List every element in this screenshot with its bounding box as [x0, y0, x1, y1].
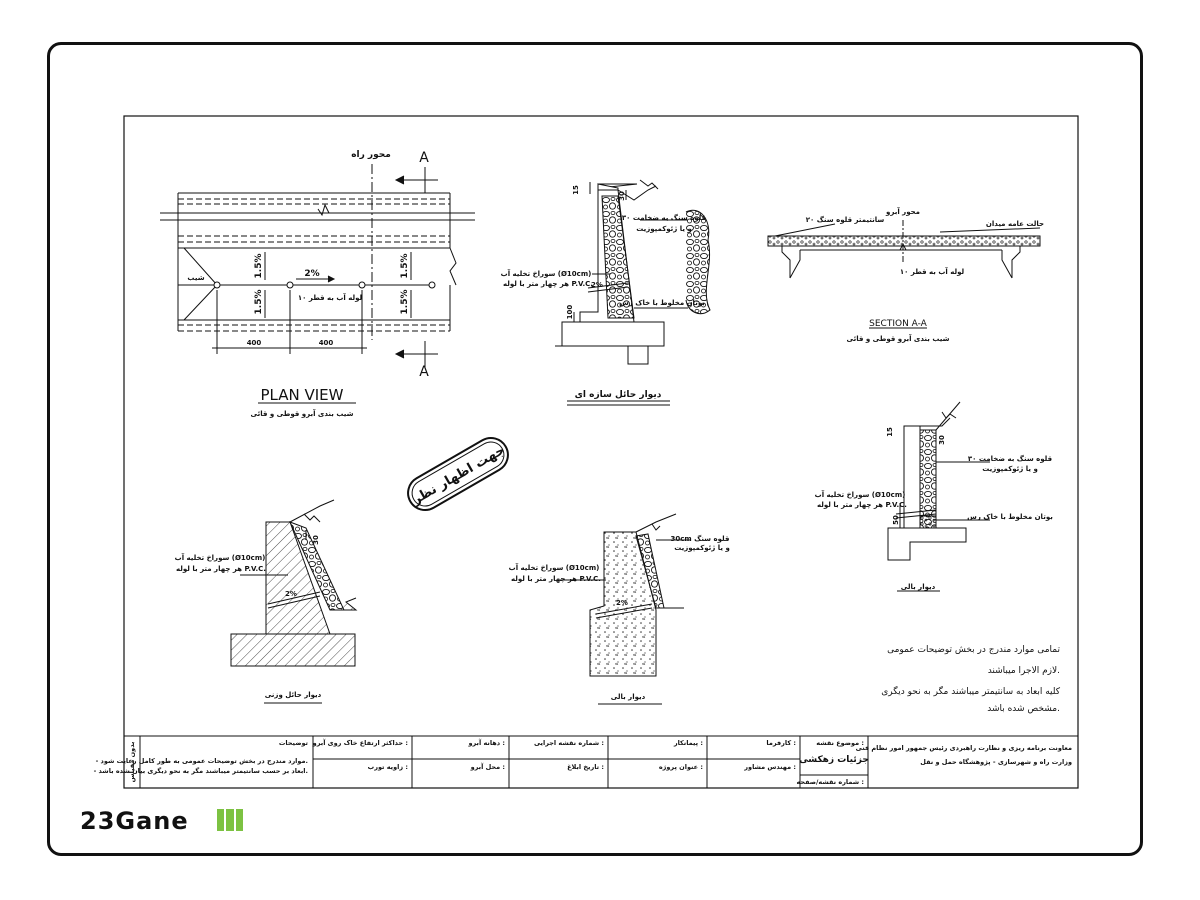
cantilever-dim-30: 30	[938, 435, 946, 445]
note-line-2: لازم الاجرا میباشند.	[988, 666, 1060, 676]
gravity-wall-section	[230, 499, 358, 704]
plan-road-axis-label: محور راه	[351, 150, 391, 160]
tb-note-1: - موارد مندرج در بخش توضیحات عمومی به طو…	[96, 757, 308, 765]
plan-section-mark-top: A	[419, 150, 429, 166]
note-line-3: کلیه ابعاد به سانتیمتر میباشند مگر به نح…	[881, 685, 1060, 697]
note-line-4: مشخص شده باشد.	[987, 704, 1060, 714]
section-layer-label: ۲۰ سانتیمتر قلوه سنگ	[806, 215, 885, 224]
masonry-dim-100: 100	[566, 305, 574, 320]
plan-slope-side-4: 1.5%	[400, 290, 410, 315]
plan-dim-1: 400	[247, 339, 262, 347]
masonry-dim-2: 2%	[591, 281, 603, 289]
concrete-title: دیوار بالی	[611, 693, 646, 701]
tb-opening: دهانه آبرو :	[467, 738, 505, 747]
masonry-wall-section	[555, 179, 711, 406]
plan-slope-side-3: 1.5%	[400, 254, 410, 279]
section-subtitle: شیب بندی آبرو قوطی و قائی	[847, 334, 950, 343]
masonry-dim-top: 15	[572, 185, 580, 195]
gravity-dim-30: 30	[312, 535, 320, 545]
page-frame	[47, 42, 1143, 856]
plan-title: PLAN VIEW	[261, 386, 344, 404]
masonry-title: دیوار حائل سازه ای	[575, 390, 662, 400]
concrete-wall-section	[560, 513, 690, 705]
masonry-drain-label-2: هر چهار متر با لوله P.V.C.	[503, 280, 593, 288]
tb-max-height: حداکثر ارتفاع خاک روی آبرو :	[312, 738, 408, 747]
plan-slope-left-label: شیب	[187, 274, 204, 282]
masonry-fill-label-1: قلوه سنگ به ضخامت ۳۰	[622, 213, 707, 222]
concrete-dim-2: 2%	[616, 599, 628, 607]
plan-slope-side-2: 1.5%	[254, 290, 264, 315]
cantilever-dim-top: 15	[886, 427, 894, 437]
review-stamp: جهت اظهار نظر	[407, 437, 509, 511]
tb-org-1: معاونت برنامه ریزی و نظارت راهبردی رئیس …	[856, 744, 1072, 752]
cantilever-drain-label-1: سوراخ تخلیه آب (Ø10cm)	[815, 490, 906, 499]
tb-subject: جزئیات زهکشی	[799, 755, 869, 765]
tb-plan-no: شماره نقشه اجرایی :	[534, 739, 604, 747]
gravity-drain-label-2: هر چهار متر با لوله P.V.C.	[176, 565, 266, 573]
logo: 23Gane	[80, 807, 189, 835]
tb-note-2: - ابعاد بر حسب سانتیمتر میباشند مگر به ن…	[94, 767, 308, 775]
note-line-1: تمامی موارد مندرج در بخش توضیحات عمومی	[887, 645, 1060, 655]
cantilever-title: دیوار بالی	[901, 583, 936, 591]
section-cover-label: حالت عامه میدان	[986, 220, 1044, 228]
tb-notes-head: توضیحات	[279, 739, 308, 747]
gravity-title: دیوار حائل وزنی	[265, 691, 322, 699]
cantilever-wall-section	[887, 401, 990, 592]
section-pipe-label: لوله آب به قطر ۱۰	[900, 267, 965, 276]
masonry-soil-label: بوتان مخلوط با خاک رس	[619, 299, 705, 307]
plan-view	[160, 164, 475, 404]
plan-slope-label: 2%	[304, 269, 319, 279]
cantilever-drain-label-2: هر چهار متر با لوله P.V.C.	[817, 501, 907, 509]
masonry-drain-label-1: سوراخ تخلیه آب (Ø10cm)	[501, 269, 592, 278]
cantilever-fill-label-1: قلوه سنگ به ضخامت ۳۰	[968, 454, 1053, 463]
gravity-drain-label-1: سوراخ تخلیه آب (Ø10cm)	[175, 553, 266, 562]
title-block	[123, 735, 1079, 789]
general-notes: تمامی موارد مندرج در بخش توضیحات عمومی ل…	[881, 645, 1060, 714]
tb-subject-head: موضوع نقشه :	[816, 739, 864, 747]
tb-employer: کارفرما :	[766, 739, 796, 747]
section-title: SECTION A-A	[869, 319, 928, 329]
concrete-fill-label-1: 30cm قلوه سنگ	[671, 534, 730, 543]
masonry-fill-label-2: و یا ژئوکمپوزیت	[636, 225, 692, 233]
concrete-drain-label-1: سوراخ تخلیه آب (Ø10cm)	[509, 563, 600, 572]
plan-pipe-label: لوله آب به قطر ۱۰	[298, 293, 363, 302]
plan-slope-side-1: 1.5%	[254, 254, 264, 279]
tb-contractor: پیمانکار :	[673, 739, 703, 747]
cantilever-dim-50: 50	[892, 515, 900, 525]
concrete-drain-label-2: هر چهار متر با لوله P.V.C.	[511, 575, 601, 583]
plan-subtitle: شیب بندی آبرو قوطی و قائی	[251, 409, 354, 418]
tb-sheet-no: شماره نقشه/صفحه :	[796, 778, 864, 786]
masonry-dim-30: 30	[618, 191, 626, 201]
concrete-fill-label-2: و یا ژئوکمپوزیت	[674, 544, 730, 552]
cantilever-fill-label-2: و یا ژئوکمپوزیت	[982, 465, 1038, 473]
gravity-dim-2: 2%	[285, 590, 297, 598]
section-aa	[767, 220, 1041, 329]
plan-section-mark-bottom: A	[419, 364, 429, 380]
tb-angle: زاویه تورب :	[368, 763, 408, 771]
tb-org-2: وزارت راه و شهرسازی - پژوهشگاه حمل و نقل	[920, 758, 1072, 766]
tb-project: عنوان پروژه :	[659, 763, 703, 771]
tb-consultant: مهندس مشاور :	[743, 763, 796, 771]
plan-dim-2: 400	[319, 339, 334, 347]
cantilever-soil-label: بوتان مخلوط با خاک رس	[967, 513, 1053, 521]
tb-issue-date: تاریخ ابلاغ :	[567, 763, 604, 771]
section-axis-label: محور آبرو	[885, 207, 920, 216]
tb-location: محل آبرو :	[470, 762, 505, 771]
logo-bars-icon	[217, 809, 243, 831]
tb-side-label: بدون مقیاس	[128, 742, 136, 783]
